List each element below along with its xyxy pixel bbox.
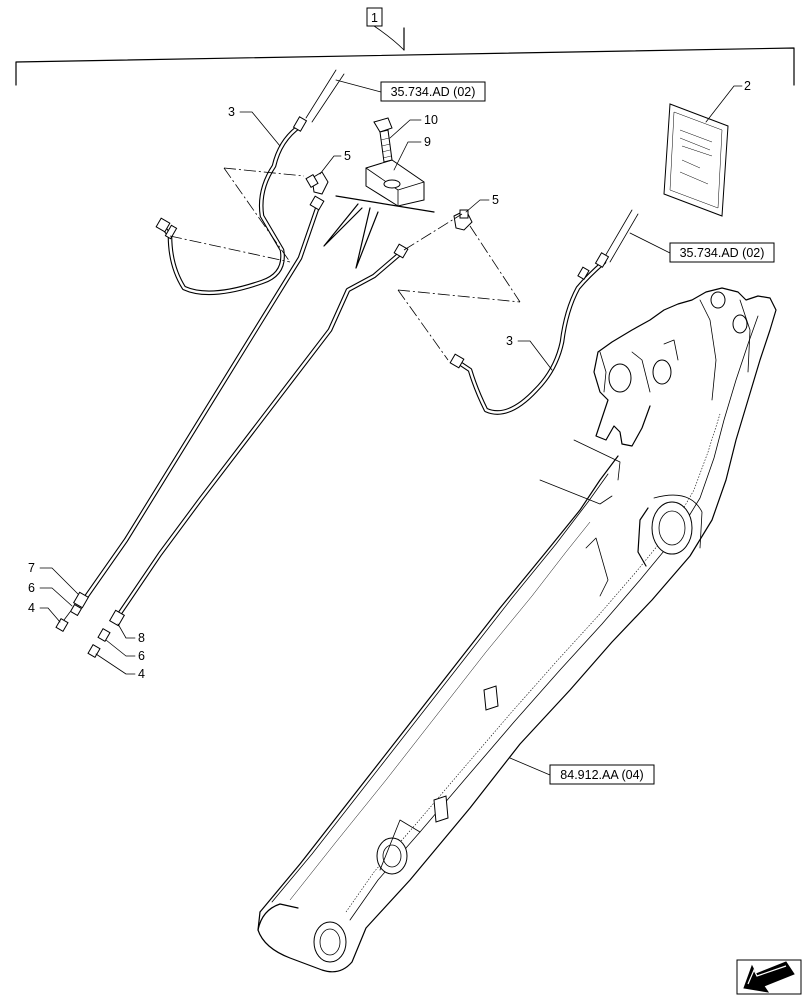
ref-right-box[interactable]: 35.734.AD (02) <box>669 242 775 263</box>
assembly-lines <box>169 167 521 361</box>
callout-6-lower-label: 6 <box>138 649 145 663</box>
callout-2[interactable]: 2 <box>705 79 751 123</box>
pipe-long-right <box>108 243 409 627</box>
callout-4-lower-label: 4 <box>138 667 145 681</box>
callout-4-lower[interactable]: 4 <box>95 653 145 681</box>
callout-1-label: 1 <box>371 11 378 25</box>
clamp-wedge <box>323 195 435 269</box>
callout-9-label: 9 <box>424 135 431 149</box>
excavator-arm <box>257 287 777 973</box>
hose-right <box>449 252 610 415</box>
clamp-block <box>365 159 425 207</box>
manual-booklet <box>663 103 729 217</box>
next-page-arrow-icon[interactable] <box>736 959 802 995</box>
pipe-long-left <box>72 195 325 609</box>
callout-10-label: 10 <box>424 113 438 127</box>
elbow-fitting-right <box>453 209 473 231</box>
callout-6-upper[interactable]: 6 <box>28 581 73 607</box>
ref-top-box[interactable]: 35.734.AD (02) <box>380 81 486 102</box>
elbow-fitting-left <box>305 171 329 195</box>
fittings-right-set <box>87 627 111 659</box>
clamp-bolt <box>373 117 393 163</box>
callout-5-right[interactable]: 5 <box>465 193 499 213</box>
callout-3-right-label: 3 <box>506 334 513 348</box>
callout-3-left[interactable]: 3 <box>228 105 281 147</box>
callout-6-lower[interactable]: 6 <box>105 639 145 663</box>
callout-3-right[interactable]: 3 <box>506 334 553 371</box>
ref-top-label: 35.734.AD (02) <box>391 85 476 99</box>
callout-8[interactable]: 8 <box>117 623 145 645</box>
ref-arm-box[interactable]: 84.912.AA (04) <box>549 764 655 785</box>
callout-6-upper-label: 6 <box>28 581 35 595</box>
callout-5-right-label: 5 <box>492 193 499 207</box>
callout-7[interactable]: 7 <box>28 561 79 595</box>
fittings-left-set <box>55 603 83 633</box>
callout-8-label: 8 <box>138 631 145 645</box>
callout-2-label: 2 <box>744 79 751 93</box>
callout-9[interactable]: 9 <box>393 135 431 171</box>
callout-4-upper[interactable]: 4 <box>28 601 61 623</box>
hose-left <box>155 116 308 296</box>
callout-5-left-label: 5 <box>344 149 351 163</box>
callout-1-box[interactable]: 1 <box>366 7 383 27</box>
callout-4-upper-label: 4 <box>28 601 35 615</box>
callout-5-left[interactable]: 5 <box>319 149 351 175</box>
assembly-bracket <box>15 27 795 86</box>
ref-right-label: 35.734.AD (02) <box>680 246 765 260</box>
pipe-stubs <box>305 69 639 263</box>
callout-7-label: 7 <box>28 561 35 575</box>
ref-arm-label: 84.912.AA (04) <box>560 768 643 782</box>
callout-3-left-label: 3 <box>228 105 235 119</box>
callout-10[interactable]: 10 <box>389 113 438 139</box>
